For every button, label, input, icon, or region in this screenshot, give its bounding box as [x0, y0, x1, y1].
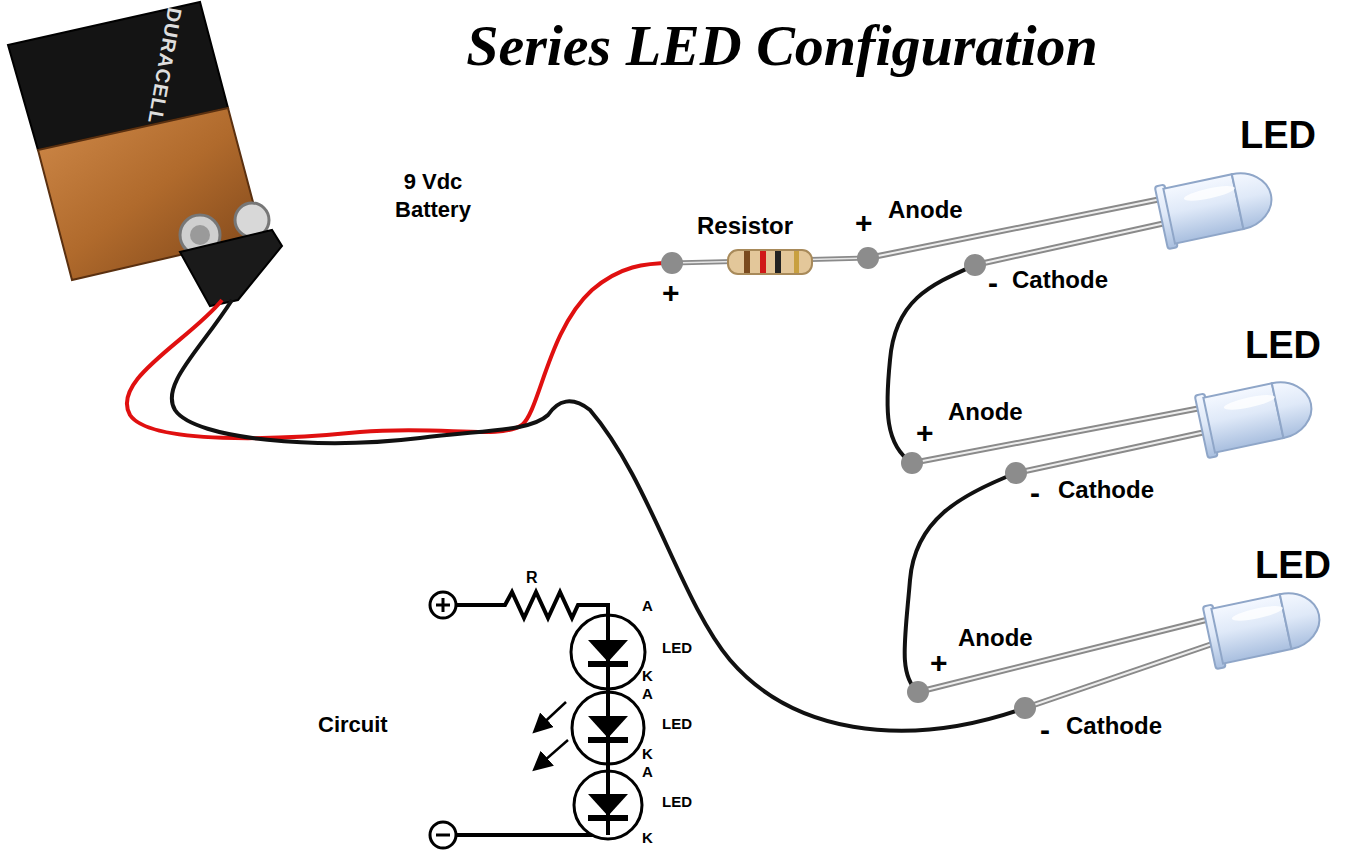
led-dome — [1272, 376, 1317, 438]
led-highlight — [1231, 603, 1284, 624]
schematic-label: K — [642, 668, 653, 683]
led-body — [1163, 174, 1243, 243]
resistor-band — [794, 251, 799, 273]
pin-label: Cathode — [1012, 268, 1108, 292]
connection-dot — [907, 681, 929, 703]
resistor-illustration — [672, 250, 868, 274]
schematic-label: R — [526, 570, 538, 586]
negative-terminal-symbol — [436, 834, 450, 837]
connection-dot — [1005, 462, 1027, 484]
polarity-sign: - — [988, 268, 998, 298]
jumper-wire — [905, 473, 1016, 692]
led-label: LED — [1245, 326, 1321, 364]
schematic-label: LED — [662, 640, 692, 655]
led-symbol — [588, 737, 628, 743]
schematic — [430, 592, 645, 848]
caption-label: Circuit — [318, 714, 388, 736]
led-body — [1211, 594, 1291, 663]
led-lead — [1025, 642, 1218, 708]
battery-terminal — [190, 225, 210, 245]
led-symbol — [588, 640, 628, 662]
led-dome — [1280, 587, 1325, 649]
led-lead — [918, 618, 1214, 692]
resistor-band — [760, 251, 766, 273]
connection-dot — [857, 247, 879, 269]
resistor-body — [728, 250, 812, 274]
led-illustration — [1203, 583, 1326, 669]
polarity-sign: - — [1040, 715, 1050, 745]
diagram-title: Series LED Configuration — [382, 14, 1182, 78]
pin-label: Anode — [888, 198, 963, 222]
led-label: LED — [1255, 546, 1331, 584]
led-lead — [868, 198, 1166, 258]
polarity-sign: + — [930, 648, 948, 678]
led-symbol — [588, 661, 628, 667]
connection-dots — [661, 247, 1036, 719]
pin-label: Cathode — [1066, 714, 1162, 738]
led-lead — [1016, 431, 1210, 473]
led-symbol — [588, 794, 628, 816]
schematic-label: K — [642, 830, 653, 845]
schematic-label: A — [642, 598, 653, 613]
negative-wire — [172, 300, 1025, 731]
led-illustration — [1155, 163, 1278, 249]
led-lead — [1016, 431, 1210, 473]
positive-terminal-symbol — [442, 598, 445, 612]
led-body — [1203, 383, 1283, 452]
led-label: LED — [1240, 116, 1316, 154]
battery-snap — [180, 230, 282, 306]
negative-terminal-symbol — [430, 822, 456, 848]
resistor-band — [744, 251, 750, 273]
polarity-sign: + — [916, 418, 934, 448]
led-leads — [868, 198, 1218, 708]
led-symbol — [571, 615, 645, 689]
resistor-band — [775, 251, 781, 273]
led-lead — [918, 618, 1214, 692]
led-symbol — [588, 815, 628, 821]
connection-dot — [901, 452, 923, 474]
led-lead — [1025, 642, 1218, 708]
led-illustration — [1195, 372, 1318, 458]
battery-label: 9 Vdc Battery — [378, 168, 488, 223]
led-highlight — [1223, 392, 1276, 413]
schematic-label: A — [642, 686, 653, 701]
connection-dot — [1014, 697, 1036, 719]
schematic-label: K — [642, 746, 653, 761]
pin-label: Cathode — [1058, 478, 1154, 502]
led-symbol — [572, 692, 644, 764]
connection-dot — [661, 252, 683, 274]
polarity-sign: + — [662, 278, 680, 308]
led-symbol — [574, 771, 642, 839]
battery-illustration — [8, 2, 282, 306]
connection-dot — [964, 254, 986, 276]
schematic-label: LED — [662, 716, 692, 731]
pin-label: Anode — [948, 400, 1023, 424]
pin-label: Anode — [958, 626, 1033, 650]
led-lead — [975, 222, 1170, 265]
positive-terminal-symbol — [430, 592, 456, 618]
emission-arrow — [536, 740, 568, 768]
led-lead — [975, 222, 1170, 265]
led-symbol — [588, 716, 628, 738]
polarity-sign: - — [1030, 478, 1040, 508]
led-highlight — [1183, 183, 1236, 204]
schematic-label: LED — [662, 794, 692, 809]
polarity-sign: + — [855, 208, 873, 238]
led-lead — [868, 198, 1166, 258]
jumper-wire — [887, 265, 975, 463]
schematic-label: A — [642, 764, 653, 779]
component-label: Resistor — [697, 214, 793, 238]
emission-arrow — [536, 702, 566, 730]
led-dome — [1232, 167, 1277, 229]
